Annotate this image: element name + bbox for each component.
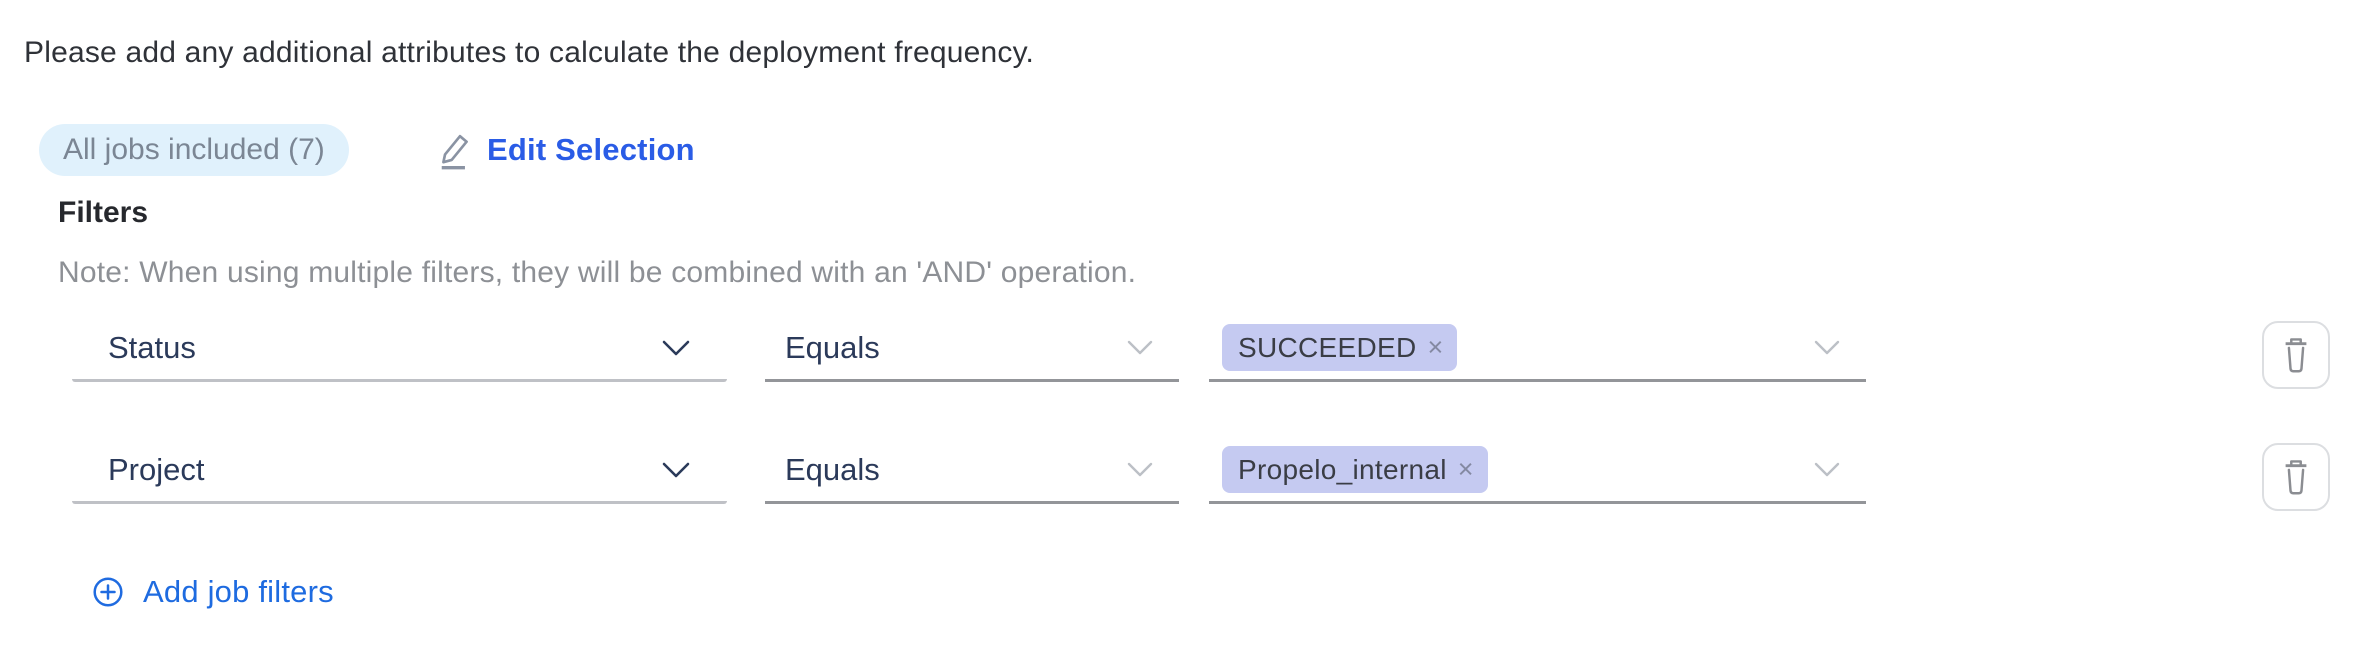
close-icon[interactable]: × — [1427, 332, 1444, 362]
values-multiselect[interactable]: SUCCEEDED × — [1209, 316, 1866, 382]
selected-value-label: Propelo_internal — [1238, 453, 1447, 485]
operator-select-value: Equals — [785, 329, 880, 365]
operator-select[interactable]: Equals — [765, 438, 1179, 504]
close-icon[interactable]: × — [1457, 454, 1474, 484]
jobs-included-badge: All jobs included (7) — [39, 124, 349, 176]
selected-value-label: SUCCEEDED — [1238, 331, 1417, 363]
edit-selection-button[interactable]: Edit Selection — [436, 124, 695, 176]
filter-row: Status Equals SUCCEEDED × — [0, 316, 2376, 389]
chevron-down-icon — [1814, 340, 1840, 356]
delete-filter-button[interactable] — [2262, 443, 2330, 511]
chevron-down-icon — [1127, 340, 1153, 356]
filter-row: Project Equals Propelo_internal × — [0, 438, 2376, 511]
chevron-down-icon — [661, 461, 691, 479]
operator-select-value: Equals — [785, 451, 880, 487]
trash-icon — [2279, 335, 2313, 375]
attribute-select[interactable]: Project — [72, 438, 727, 504]
selected-value-tag: Propelo_internal × — [1222, 446, 1488, 493]
operator-select[interactable]: Equals — [765, 316, 1179, 382]
chevron-down-icon — [1814, 462, 1840, 478]
add-job-filters-button[interactable]: Add job filters — [92, 574, 334, 610]
delete-filter-button[interactable] — [2262, 321, 2330, 389]
selected-value-tag: SUCCEEDED × — [1222, 324, 1458, 371]
plus-circle-icon — [92, 576, 124, 608]
filters-heading: Filters — [58, 196, 149, 229]
add-job-filters-label: Add job filters — [143, 574, 334, 609]
chevron-down-icon — [1127, 462, 1153, 478]
filters-note: Note: When using multiple filters, they … — [58, 256, 1137, 289]
attribute-select-value: Status — [108, 329, 196, 365]
trash-icon — [2279, 457, 2313, 497]
attribute-select[interactable]: Status — [72, 316, 727, 382]
attribute-select-value: Project — [108, 451, 205, 487]
instruction-text: Please add any additional attributes to … — [24, 36, 1035, 69]
pencil-icon — [436, 129, 474, 171]
chevron-down-icon — [661, 339, 691, 357]
values-multiselect[interactable]: Propelo_internal × — [1209, 438, 1866, 504]
edit-selection-label: Edit Selection — [487, 132, 695, 167]
